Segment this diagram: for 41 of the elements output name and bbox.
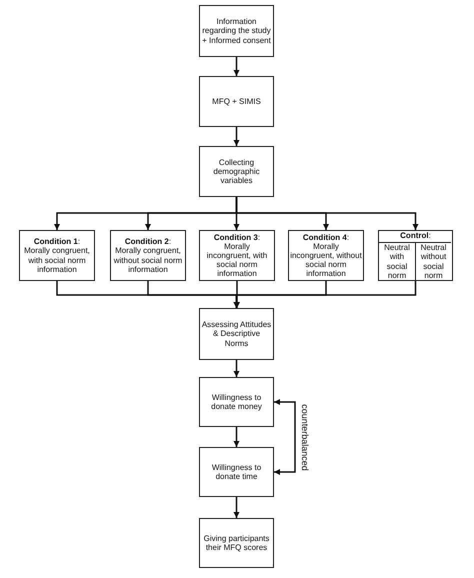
box-heading: Condition 4: [302,232,350,242]
arrow [234,360,240,377]
box-text: Morally incongruent, with social norm information [206,242,268,278]
box-text: Neutral without social norm [420,243,448,280]
arrow [274,399,296,475]
box-text: Information regarding the study + Informed consent [201,17,272,45]
arrow [234,281,416,308]
box-text: Willingness to donate time [210,462,262,482]
box-text: Neutral with social norm [383,243,411,280]
process-box [199,146,274,197]
box-text: MFQ + SIMIS [212,96,261,106]
process-box [199,308,274,360]
arrow [234,281,240,308]
condition-box [199,230,275,281]
arrow [234,497,240,518]
box-heading: Condition 1: [34,237,80,246]
condition-box [19,230,95,281]
arrow [234,427,240,447]
condition-box [110,230,186,281]
box-heading: Condition 2: [124,237,172,246]
condition-box [378,230,453,281]
box-text: Collecting demographic variables [212,158,261,186]
process-box [199,518,274,568]
edge-label: counterbalanced [300,404,309,470]
process-box [199,5,274,57]
box-text: Morally congruent, without social norm information [112,246,184,274]
box-text: Morally congruent, with social norm information [23,246,91,274]
sub-box [379,242,416,280]
arrow [234,127,240,146]
box-text: Control: [400,231,431,240]
process-box [199,377,274,427]
arrow [236,197,418,230]
condition-box [288,230,364,281]
box-text: Assessing Attitudes & Descriptive Norms [201,320,272,348]
process-box [199,76,274,127]
arrow [234,57,240,76]
process-box [199,447,274,497]
box-text: Giving participants their MFQ scores [202,534,270,552]
box-heading: Condition 3: [214,232,260,242]
box-text: Willingness to donate money [210,392,263,412]
box-text: Morally incongruent, without social norm information [290,242,362,278]
